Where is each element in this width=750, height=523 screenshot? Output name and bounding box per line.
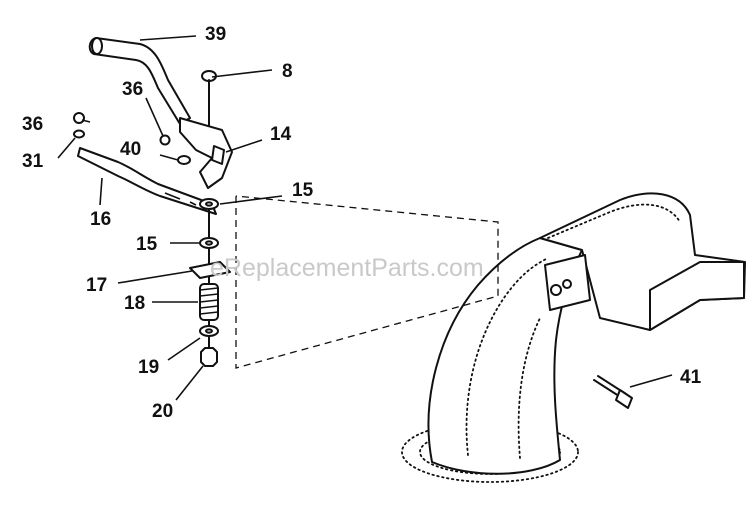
callout-39: 39 xyxy=(205,24,226,45)
callout-31: 31 xyxy=(22,151,44,172)
callout-14: 14 xyxy=(270,124,292,145)
callout-19: 19 xyxy=(138,357,159,378)
nut-36-icon xyxy=(159,134,171,146)
nut-36b-icon xyxy=(73,112,85,124)
handle-rod-end-icon xyxy=(91,37,103,55)
callout-15: 15 xyxy=(292,180,314,201)
callout-16: 16 xyxy=(90,209,111,230)
pivot-bracket-icon xyxy=(179,117,233,189)
callout-17: 17 xyxy=(86,275,107,296)
spring-18-icon xyxy=(199,283,219,321)
chute-deflector-top xyxy=(547,203,681,239)
watermark: eReplacementParts.com xyxy=(210,254,484,282)
callout-18: 18 xyxy=(124,293,145,314)
discharge-chute xyxy=(401,192,746,483)
callout-15: 15 xyxy=(136,234,158,255)
nut-20-icon xyxy=(200,347,218,367)
callout-41: 41 xyxy=(680,367,702,388)
callout-20: 20 xyxy=(152,401,173,422)
control-linkage xyxy=(73,37,233,367)
assembly-dashed-line xyxy=(235,195,499,369)
callout-8: 8 xyxy=(282,61,293,82)
leader-lines xyxy=(57,35,673,401)
washer-40-icon xyxy=(177,155,191,165)
chute-deflector-side xyxy=(649,261,745,331)
callout-36: 36 xyxy=(122,79,143,100)
chute-edge-curve xyxy=(517,317,541,459)
bracket-bolt-icon xyxy=(550,284,562,296)
pivot-bracket-slot-icon xyxy=(211,145,225,165)
lever-16-icon xyxy=(77,147,217,215)
callout-labels: 39 8 36 36 40 14 31 16 15 15 17 18 19 20… xyxy=(22,24,702,422)
chute-inner-curve xyxy=(465,257,549,456)
plate-17-icon xyxy=(189,261,231,279)
callout-40: 40 xyxy=(120,139,141,160)
bolt-41-icon xyxy=(593,375,633,409)
callout-36: 36 xyxy=(22,114,43,135)
washer-31-icon xyxy=(73,129,85,139)
bracket-bolt-icon xyxy=(562,279,572,289)
